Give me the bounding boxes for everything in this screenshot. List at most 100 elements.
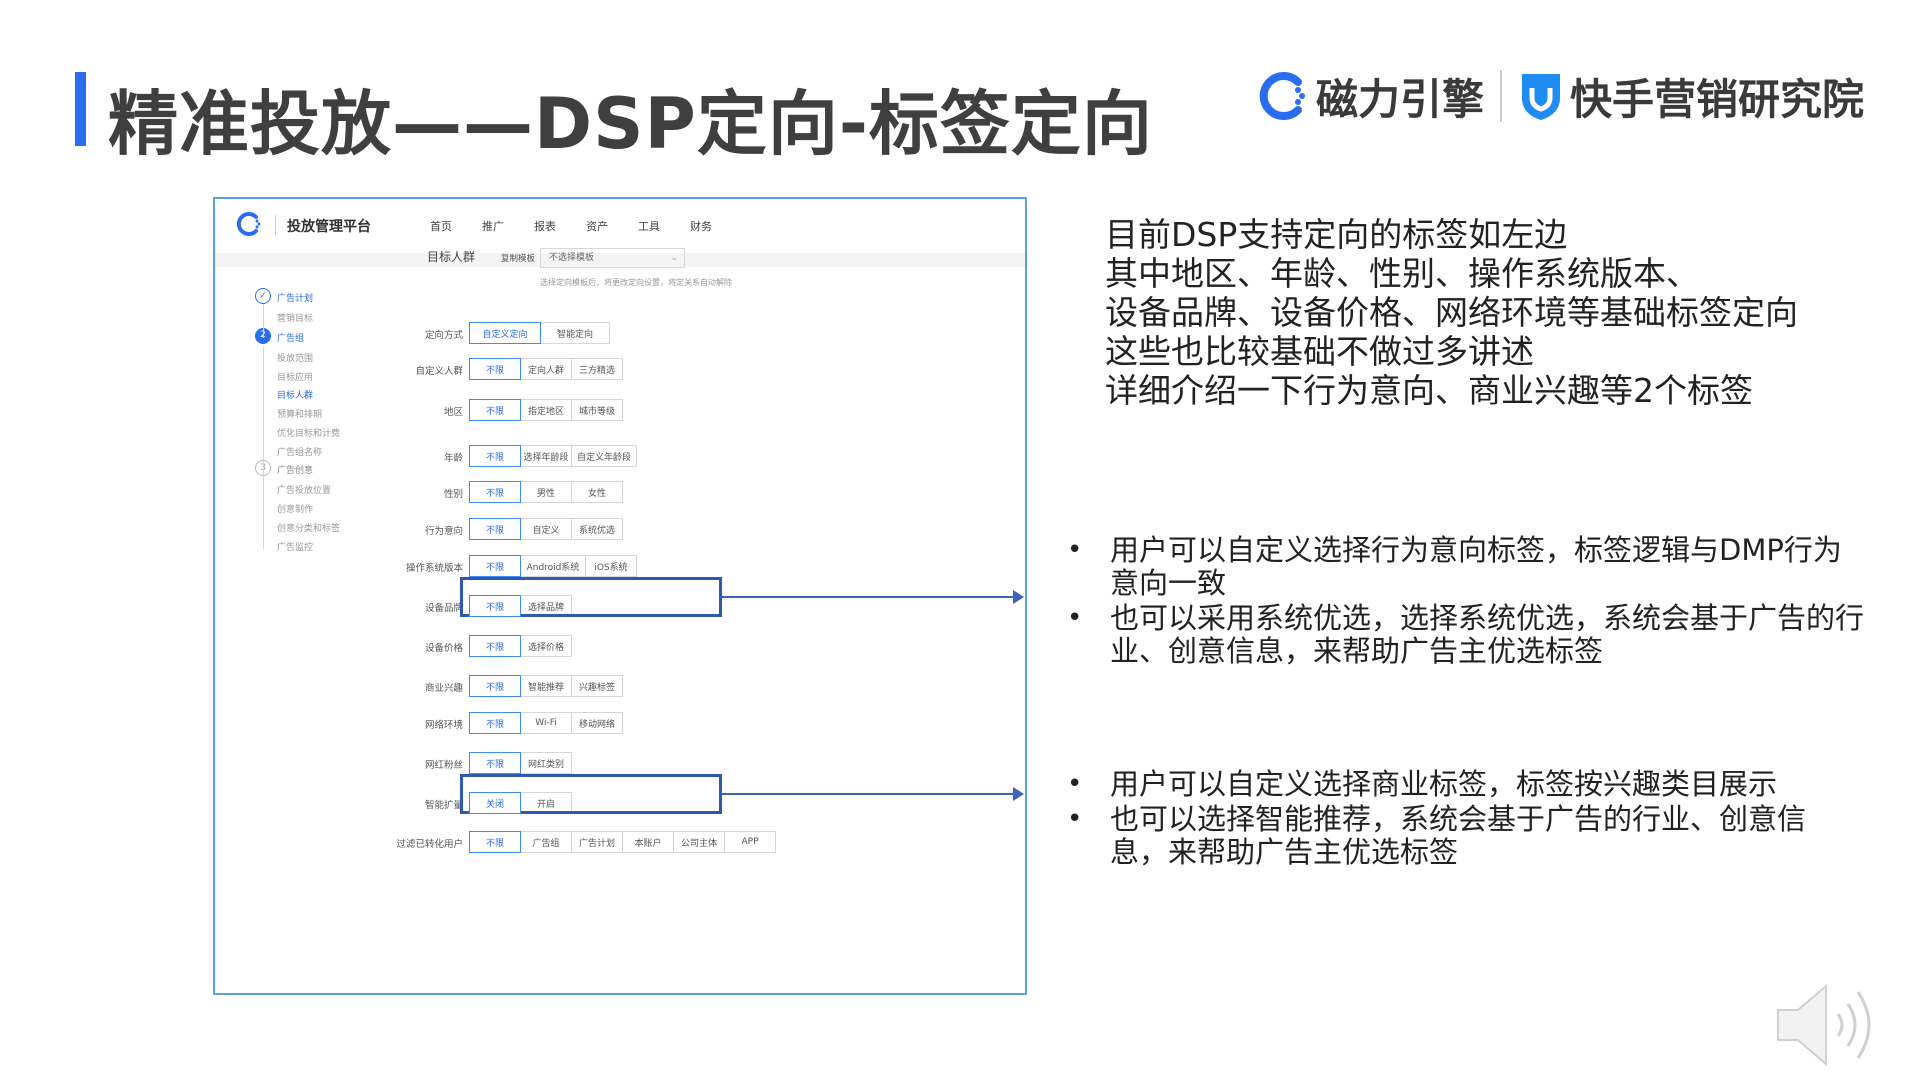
description-line: 目前DSP支持定向的标签如左边 <box>1105 215 1568 254</box>
bullet-item: 用户可以自定义选择行为意向标签，标签逻辑与DMP行为意向一致 <box>1065 534 1870 600</box>
title-accent-bar <box>75 72 86 146</box>
option-button[interactable]: 智能推荐 <box>520 675 572 697</box>
sidebar-step-item[interactable]: 目标应用 <box>277 373 314 383</box>
option-button[interactable]: 选择年龄段 <box>520 445 572 467</box>
brand-cili-name: 磁力引擎 <box>1316 74 1485 124</box>
step-indicator: ✓ <box>255 288 271 304</box>
sidebar-step-item[interactable]: 创意分类和标签 <box>277 524 341 534</box>
option-button[interactable]: 城市等级 <box>571 399 623 421</box>
form-row-label: 地区 <box>443 407 463 418</box>
platform-logo-icon <box>236 211 263 241</box>
platform-nav-item[interactable]: 推广 <box>482 220 504 233</box>
option-button[interactable]: 不限 <box>469 518 521 540</box>
platform-nav-item[interactable]: 报表 <box>534 220 556 233</box>
form-row-label: 操作系统版本 <box>405 563 463 574</box>
platform-nav-item[interactable]: 财务 <box>690 220 712 233</box>
option-button[interactable]: Wi-Fi <box>520 712 572 734</box>
option-button[interactable]: 自定义定向 <box>469 322 541 344</box>
form-row-label: 过滤已转化用户 <box>396 839 463 850</box>
option-group: 关闭开启 <box>469 792 572 814</box>
form-row-label: 设备品牌 <box>424 603 463 614</box>
option-button[interactable]: 指定地区 <box>520 399 572 421</box>
platform-header: 投放管理平台 首页推广报表资产工具财务 <box>215 199 1025 254</box>
option-button[interactable]: 系统优选 <box>571 518 623 540</box>
sidebar-step-item[interactable]: 广告组名称 <box>277 448 323 458</box>
option-button[interactable]: 男性 <box>520 481 572 503</box>
cili-logo-icon <box>1259 72 1305 120</box>
sidebar-step-title[interactable]: 广告创意 <box>277 466 314 476</box>
platform-nav-item[interactable]: 资产 <box>586 220 608 233</box>
sidebar-step-item[interactable]: 优化目标和计费 <box>277 429 341 439</box>
brand-divider <box>1500 70 1502 122</box>
chevron-down-icon: ⌄ <box>670 253 678 263</box>
option-button[interactable]: 公司主体 <box>673 831 725 853</box>
template-hint: 选择定向模板后，将更改定向设置，将定关系自动解除 <box>540 278 732 287</box>
option-button[interactable]: 三方精选 <box>571 358 623 380</box>
interest-arrow <box>722 787 1024 801</box>
form-row-label: 智能扩量 <box>424 800 463 811</box>
template-select[interactable]: 不选择模板 ⌄ <box>540 248 685 268</box>
description-block: 目前DSP支持定向的标签如左边 其中地区、年龄、性别、操作系统版本、 设备品牌、… <box>1105 215 1798 410</box>
sidebar-step-item[interactable]: 广告投放位置 <box>277 486 332 496</box>
header-gray-band <box>215 253 1025 267</box>
option-button[interactable]: 兴趣标签 <box>571 675 623 697</box>
option-button[interactable]: 不限 <box>469 445 521 467</box>
option-button[interactable]: iOS系统 <box>585 555 637 577</box>
interest-bullets: 用户可以自定义选择商业标签，标签按兴趣类目展示 也可以选择智能推荐，系统会基于广… <box>1065 768 1810 871</box>
option-button[interactable]: 广告组 <box>520 831 572 853</box>
sidebar-step-item[interactable]: 创意制作 <box>277 505 314 515</box>
platform-nav-item[interactable]: 工具 <box>638 220 660 233</box>
sidebar-step-item[interactable]: 广告监控 <box>277 543 314 553</box>
option-button[interactable]: 本账户 <box>622 831 674 853</box>
option-button[interactable]: 自定义 <box>520 518 572 540</box>
sidebar-step-title[interactable]: 广告计划 <box>277 294 314 304</box>
kuaishou-shield-icon <box>1522 74 1560 120</box>
sidebar-step-item[interactable]: 营销目标 <box>277 314 314 324</box>
speaker-icon[interactable] <box>1770 980 1890 1074</box>
step-connector <box>263 479 264 549</box>
behavior-bullets: 用户可以自定义选择行为意向标签，标签逻辑与DMP行为意向一致 也可以采用系统优选… <box>1065 534 1870 670</box>
form-row-label: 定向方式 <box>424 330 463 341</box>
option-button[interactable]: 不限 <box>469 635 521 657</box>
option-button[interactable]: 不限 <box>469 399 521 421</box>
option-button[interactable]: 不限 <box>469 555 521 577</box>
option-button[interactable]: 不限 <box>469 712 521 734</box>
option-group: 不限选择价格 <box>469 635 572 657</box>
option-group: 不限男性女性 <box>469 481 623 503</box>
brand-cili: 磁力引擎 <box>1258 66 1484 126</box>
option-group: 不限自定义系统优选 <box>469 518 623 540</box>
option-button[interactable]: 不限 <box>469 481 521 503</box>
option-button[interactable]: 不限 <box>469 675 521 697</box>
option-button[interactable]: 不限 <box>469 752 521 774</box>
sidebar-step-item[interactable]: 投放范围 <box>277 354 314 364</box>
option-group: 不限智能推荐兴趣标签 <box>469 675 623 697</box>
option-button[interactable]: 网红类别 <box>520 752 572 774</box>
option-button[interactable]: 移动网络 <box>571 712 623 734</box>
option-group: 不限指定地区城市等级 <box>469 399 623 421</box>
template-select-value: 不选择模板 <box>549 253 595 263</box>
option-button[interactable]: 不限 <box>469 595 521 617</box>
option-button[interactable]: 选择价格 <box>520 635 572 657</box>
form-row-label: 年龄 <box>443 453 463 464</box>
option-button[interactable]: 关闭 <box>469 792 521 814</box>
option-button[interactable]: 广告计划 <box>571 831 623 853</box>
option-button[interactable]: 不限 <box>469 358 521 380</box>
sidebar-step-title[interactable]: 广告组 <box>277 334 305 344</box>
option-button[interactable]: 定向人群 <box>520 358 572 380</box>
option-button[interactable]: 自定义年龄段 <box>571 445 637 467</box>
option-button[interactable]: 智能定向 <box>540 322 610 344</box>
platform-nav-item[interactable]: 首页 <box>430 220 452 233</box>
sidebar-step-item[interactable]: 目标人群 <box>277 391 314 401</box>
option-button[interactable]: 不限 <box>469 831 521 853</box>
step-connector <box>263 347 264 497</box>
option-button[interactable]: 女性 <box>571 481 623 503</box>
option-button[interactable]: APP <box>724 831 776 853</box>
form-row-label: 自定义人群 <box>415 366 463 377</box>
option-button[interactable]: Android系统 <box>520 555 586 577</box>
description-line: 详细介绍一下行为意向、商业兴趣等2个标签 <box>1105 371 1753 410</box>
slide-title: 精准投放——DSP定向-标签定向 <box>108 83 1153 165</box>
description-line: 这些也比较基础不做过多讲述 <box>1105 332 1534 371</box>
sidebar-step-item[interactable]: 预算和排期 <box>277 410 323 420</box>
description-line: 其中地区、年龄、性别、操作系统版本、 <box>1105 254 1699 293</box>
